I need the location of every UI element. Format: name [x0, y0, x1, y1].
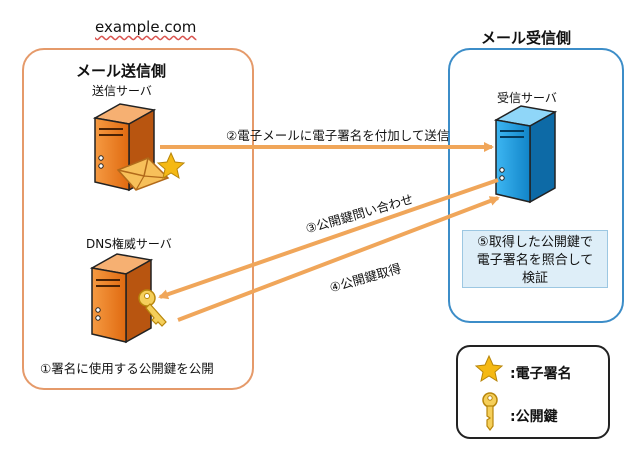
step4-arrow	[177, 196, 500, 322]
legend-public-key-label: :公開鍵	[510, 409, 558, 425]
receiver-side-box	[448, 48, 624, 323]
step5-line-1: ⑤取得した公開鍵で	[477, 235, 593, 250]
receive-server-icon	[493, 105, 558, 204]
sender-side-box	[22, 48, 254, 390]
public-key-icon	[138, 289, 167, 327]
dns-server-icon	[89, 253, 154, 344]
signature-star-icon	[156, 151, 186, 180]
step2-text: ②電子メールに電子署名を付加して送信	[226, 128, 450, 143]
receive-server-label: 受信サーバ	[497, 91, 557, 105]
step5-line-2: 電子署名を照合して	[476, 253, 594, 268]
step1-text: ①署名に使用する公開鍵を公開	[40, 361, 214, 376]
send-server-label: 送信サーバ	[92, 84, 152, 98]
step3-arrow	[158, 178, 499, 300]
step5-box: ⑤取得した公開鍵で 電子署名を照合して 検証	[462, 230, 608, 288]
legend-star-icon	[474, 354, 504, 383]
legend	[456, 345, 610, 439]
step5-line-3: 検証	[521, 271, 548, 286]
domain-label: example.com	[95, 18, 197, 36]
receiver-title: メール受信側	[481, 29, 572, 47]
legend-signature-label: :電子署名	[510, 366, 572, 382]
dns-server-label: DNS権威サーバ	[86, 237, 172, 251]
sender-title: メール送信側	[76, 62, 167, 80]
envelope-icon	[116, 157, 170, 191]
legend-key-icon	[482, 392, 498, 431]
